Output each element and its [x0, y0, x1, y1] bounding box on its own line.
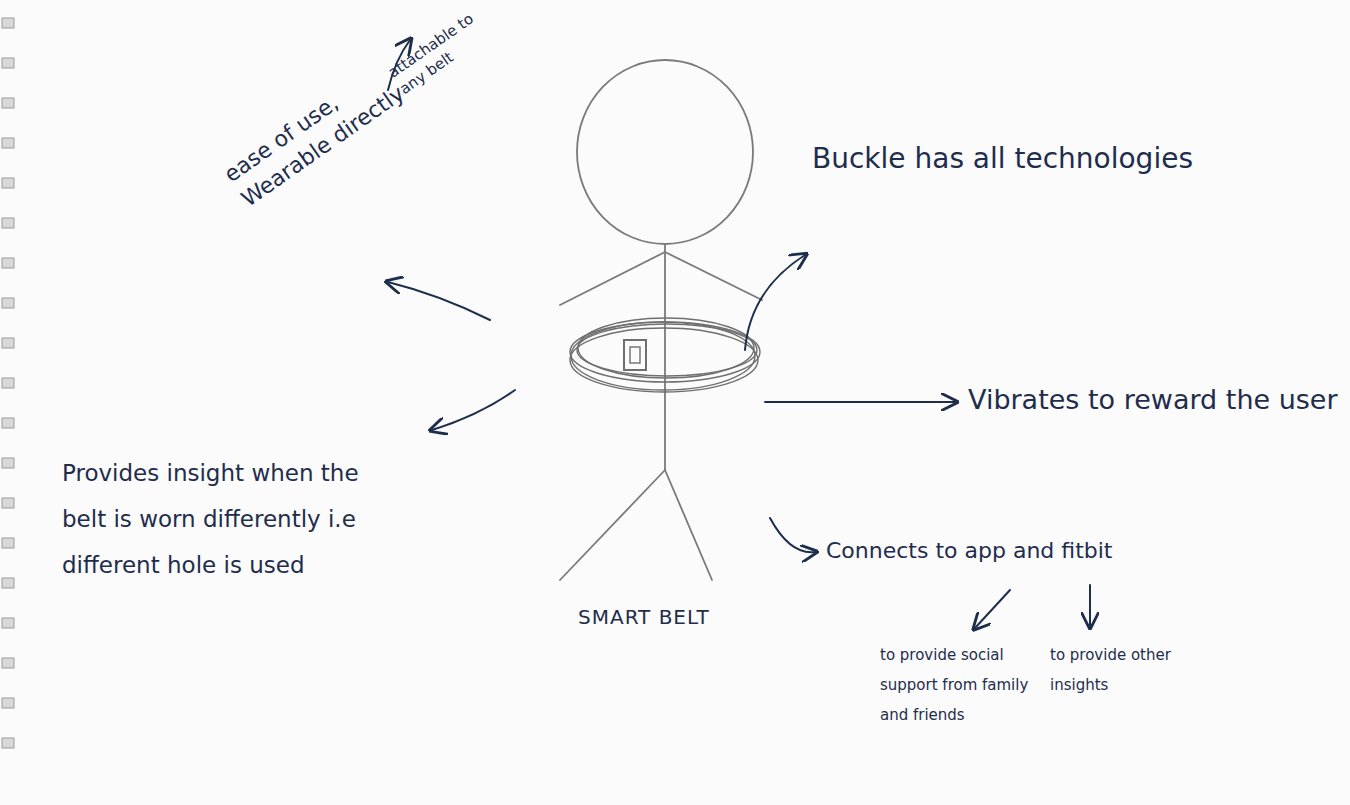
stick-figure	[560, 60, 762, 580]
sub-note: to provide social support from family an…	[880, 640, 1030, 730]
feature-note: Provides insight when the belt is worn d…	[62, 450, 362, 588]
sub-note: to provide other insights	[1050, 640, 1190, 700]
feature-note: Buckle has all technologies	[812, 140, 1292, 178]
belt-scribble	[570, 318, 760, 392]
feature-note: Vibrates to reward the user	[968, 382, 1338, 418]
spiral-binding	[2, 18, 14, 748]
feature-note: Connects to app and fitbit	[826, 536, 1206, 566]
figure-caption: SMART BELT	[578, 604, 778, 631]
